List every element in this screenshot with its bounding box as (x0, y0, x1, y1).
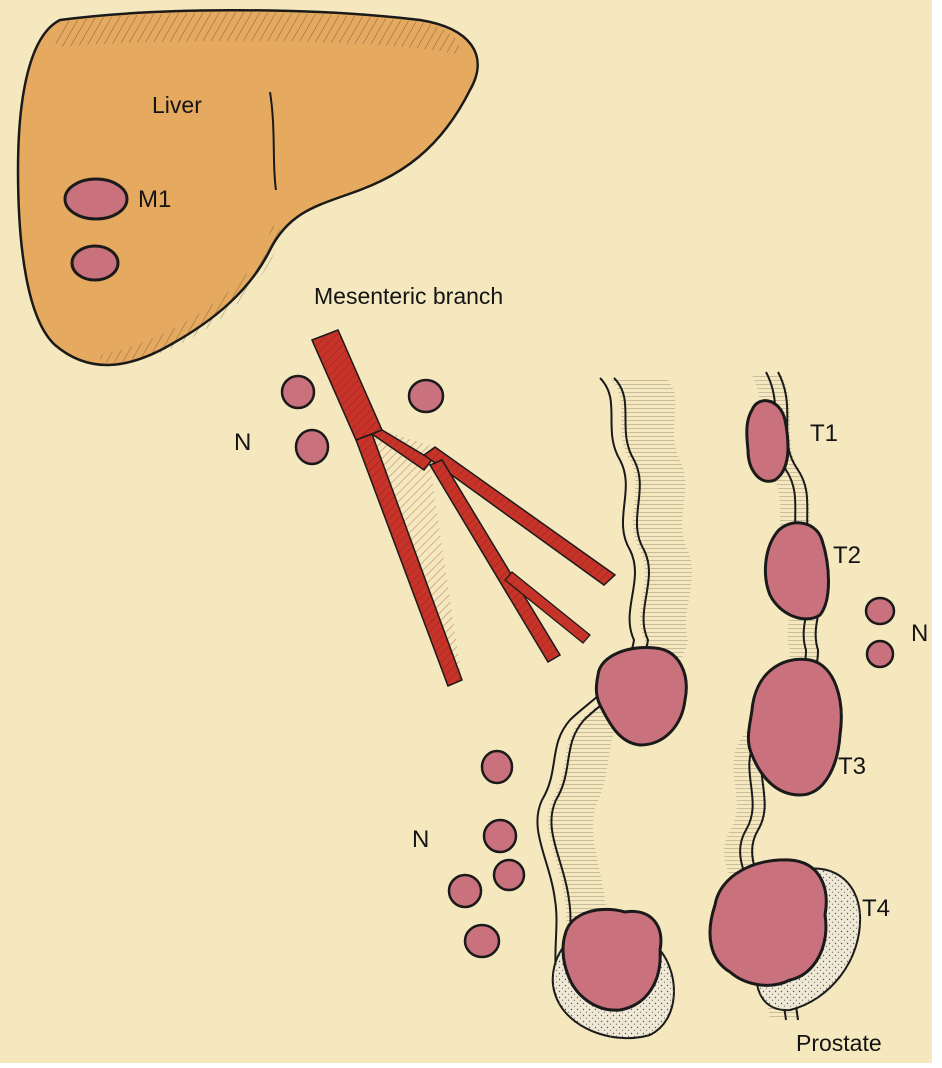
liver-label: Liver (152, 92, 202, 118)
tumor-t1 (747, 401, 788, 482)
lymph-node (449, 875, 481, 907)
m1-label: M1 (138, 186, 171, 213)
tumor-t2 (765, 523, 828, 619)
n-label-right: N (911, 620, 928, 647)
lymph-node (484, 820, 516, 852)
white-border-right (932, 0, 942, 1063)
t3-label: T3 (838, 753, 866, 780)
prostate-label: Prostate (796, 1030, 882, 1056)
lymph-node (866, 598, 894, 624)
t4-label: T4 (862, 895, 890, 922)
n-label-upper: N (234, 429, 251, 456)
t1-label: T1 (810, 420, 838, 447)
lymph-node (409, 380, 443, 412)
lymph-node (465, 925, 499, 957)
n-label-lower: N (412, 826, 429, 853)
liver-metastasis-upper (65, 179, 127, 219)
lymph-node (282, 376, 314, 408)
t2-label: T2 (833, 542, 861, 569)
lymph-node (296, 430, 328, 464)
tumor-t3 (748, 659, 841, 795)
lymph-node (867, 641, 893, 667)
lymph-node (482, 751, 512, 783)
lymph-node (494, 860, 524, 890)
liver-metastasis-lower (72, 246, 118, 280)
mesenteric-label: Mesenteric branch (314, 283, 503, 309)
